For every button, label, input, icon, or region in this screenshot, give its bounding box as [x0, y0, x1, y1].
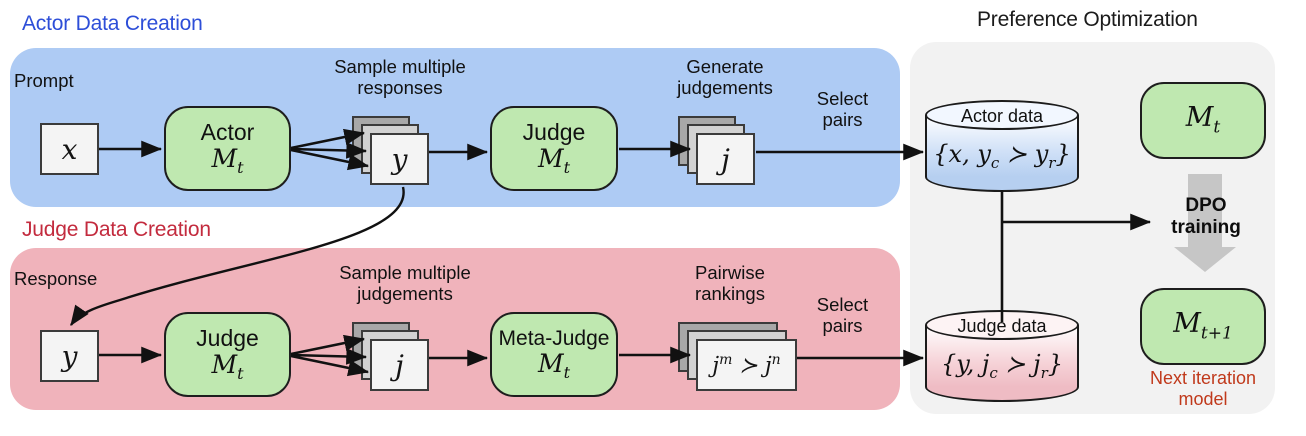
judge-model-box: Judge Mt	[164, 312, 291, 397]
response-caption: Response	[14, 268, 98, 289]
actor-store-title: Actor data	[960, 106, 1044, 126]
actor-store-expression: {x, yc ≻ yr}	[933, 140, 1071, 172]
judge-model-label: Judge	[196, 324, 259, 351]
panel-actor-title: Actor Data Creation	[22, 12, 203, 35]
prompt-box: x	[40, 123, 99, 175]
ranking-card-front: jm ≻ jn	[696, 339, 797, 391]
select-pairs-caption-bottom: Select pairs	[816, 294, 869, 337]
next-iteration-caption: Next iteration model	[1149, 368, 1257, 409]
panel-preference-title: Preference Optimization	[977, 8, 1198, 31]
response-card-front: y	[370, 133, 429, 185]
response-card-stack: y	[350, 114, 434, 192]
actor-model-label: Actor	[200, 118, 255, 145]
meta-judge-label: Meta-Judge	[498, 326, 610, 350]
judge-data-store: Judge data {y, jc ≻ jr}	[925, 310, 1079, 402]
next-model-box: Mt+1	[1140, 288, 1266, 365]
actor-judge-symbol: Mt	[537, 143, 571, 177]
judge-model-symbol: Mt	[211, 349, 244, 383]
response-symbol-bottom: y	[61, 339, 78, 373]
pairwise-rankings-caption: Pairwise rankings	[695, 262, 765, 305]
response-symbol: y	[391, 142, 408, 176]
prompt-symbol: x	[61, 132, 78, 166]
dpo-training-label: DPO training	[1171, 195, 1241, 238]
judgement-card-front-bottom: j	[370, 339, 429, 391]
actor-judge-model-box: Judge Mt	[490, 106, 618, 191]
prompt-caption: Prompt	[14, 70, 74, 91]
judgement-card-stack-bottom: j	[350, 320, 434, 398]
panel-judge-title: Judge Data Creation	[22, 218, 211, 241]
actor-model-symbol: Mt	[211, 143, 244, 177]
select-pairs-caption-top: Select pairs	[816, 88, 869, 131]
sample-responses-caption: Sample multiple responses	[334, 56, 466, 99]
judge-store-expression: {y, jc ≻ jr}	[940, 350, 1064, 382]
current-model-box: Mt	[1140, 82, 1266, 159]
response-box-bottom: y	[40, 330, 99, 382]
ranking-expression: jm ≻ jn	[712, 351, 781, 379]
judgement-symbol-bottom: j	[395, 348, 404, 382]
meta-judge-model-box: Meta-Judge Mt	[490, 312, 618, 397]
current-model-symbol: Mt	[1185, 101, 1221, 138]
meta-judge-symbol: Mt	[537, 348, 571, 382]
actor-store-top-ellipse	[925, 100, 1079, 130]
judge-store-title: Judge data	[957, 316, 1047, 336]
actor-judge-label: Judge	[522, 118, 586, 145]
generate-judgements-caption: Generate judgements	[677, 56, 773, 99]
judgement-card-stack-top: j	[676, 114, 760, 192]
sample-judgements-caption: Sample multiple judgements	[339, 262, 471, 305]
ranking-card-stack: jm ≻ jn	[676, 320, 801, 398]
next-model-symbol: Mt+1	[1173, 307, 1233, 344]
actor-data-store: Actor data {x, yc ≻ yr}	[925, 100, 1079, 192]
judgement-symbol-top: j	[721, 142, 730, 176]
judgement-card-front-top: j	[696, 133, 755, 185]
actor-model-box: Actor Mt	[164, 106, 291, 191]
